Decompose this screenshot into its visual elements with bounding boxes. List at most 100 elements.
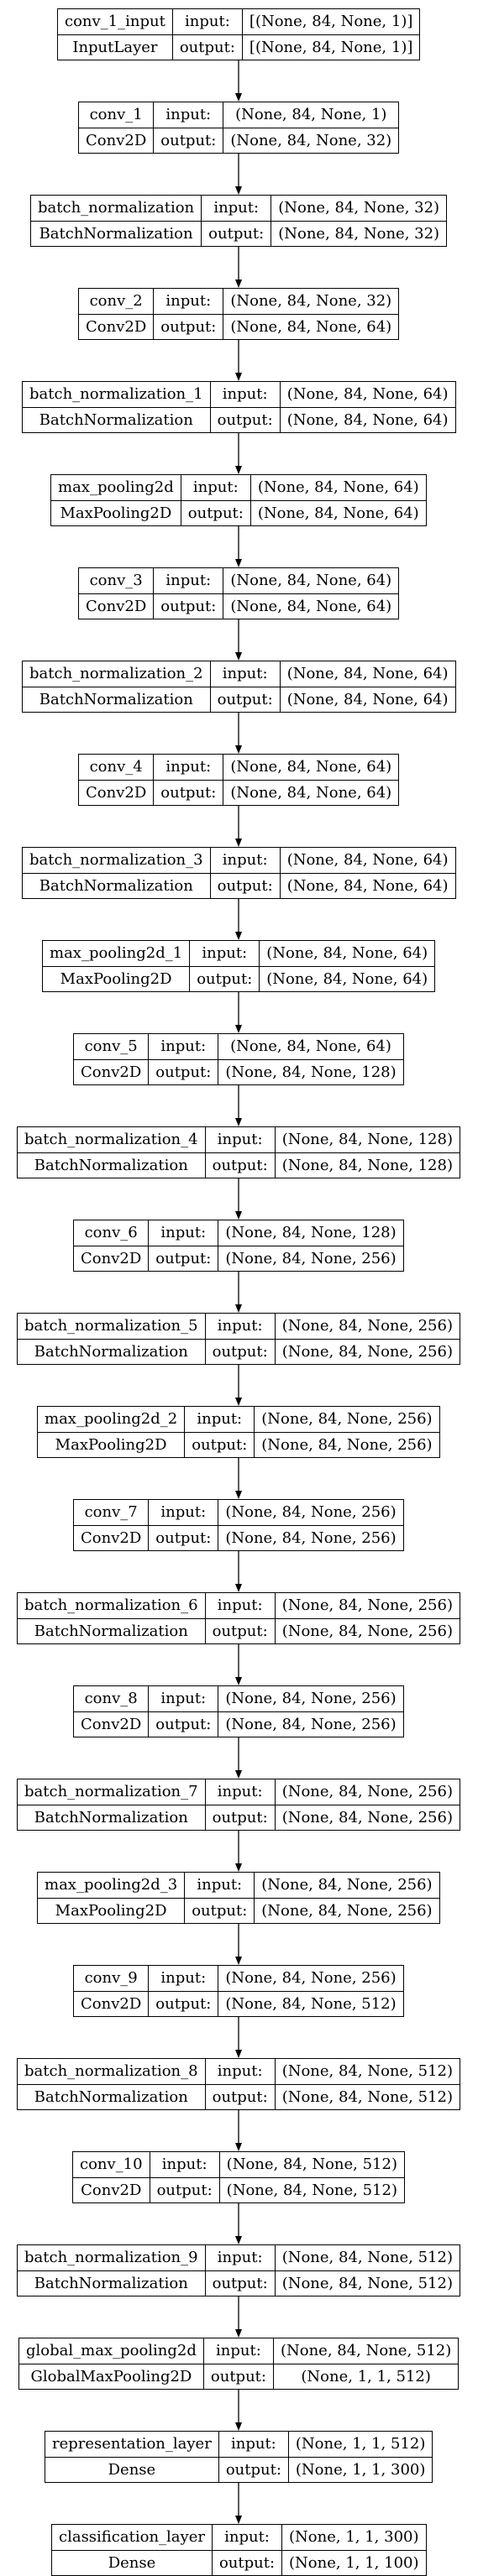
- layer-type: Dense: [108, 2460, 156, 2479]
- layer-type: BatchNormalization: [34, 1808, 188, 1826]
- input-shape: (None, 84, None, 64): [260, 941, 435, 967]
- layer-name: max_pooling2d_2: [38, 1407, 185, 1433]
- output-shape: (None, 84, None, 512): [225, 1994, 397, 2013]
- shape-column: (None, 84, None, 256)(None, 84, None, 25…: [218, 1686, 403, 1737]
- layer-type: Conv2D: [86, 783, 147, 802]
- output-label: output:: [212, 1156, 268, 1174]
- input-label: input:: [149, 1966, 218, 1992]
- layer-type: Conv2D: [81, 2181, 142, 2199]
- edge-arrowhead: [235, 1957, 242, 1965]
- output-label: output:: [192, 1435, 248, 1454]
- edge-arrowhead: [235, 2516, 242, 2524]
- edge-arrowhead: [235, 186, 242, 195]
- layer-name: conv_5: [74, 1034, 149, 1060]
- io-label-column: input:output:: [218, 2432, 289, 2482]
- input-label: input:: [210, 661, 280, 687]
- output-shape: (None, 84, None, 512): [281, 2087, 453, 2106]
- input-label: input:: [202, 196, 271, 222]
- io-label-column: input: output:: [149, 1966, 219, 2016]
- input-shape: (None, 84, None, 512): [273, 2338, 459, 2364]
- io-label-column: input:output:: [210, 848, 281, 898]
- output-label: output:: [217, 690, 273, 708]
- input-shape: (None, 84, None, 32): [223, 289, 399, 315]
- layer-name: batch_normalization_5: [18, 1314, 205, 1340]
- input-shape: (None, 84, None, 128): [218, 1220, 403, 1246]
- layer-type: Conv2D: [81, 1715, 142, 1733]
- input-shape: (None, 84, None, 64): [280, 661, 455, 687]
- layer-type: GlobalMaxPooling2D: [30, 2367, 192, 2385]
- layer-name: conv_7: [74, 1500, 149, 1526]
- input-label: input:: [149, 1220, 218, 1246]
- layer-type: MaxPooling2D: [55, 1901, 167, 1920]
- output-shape: (None, 84, None, 64): [286, 690, 449, 708]
- shape-column: (None, 84, None, 256)(None, 84, None, 25…: [275, 1779, 460, 1830]
- layer-name: conv_1_input: [58, 9, 172, 35]
- layer-type: Conv2D: [81, 1249, 142, 1267]
- output-shape: (None, 84, None, 256): [261, 1435, 433, 1454]
- layer-type: MaxPooling2D: [60, 969, 172, 988]
- output-shape: (None, 84, None, 256): [281, 1622, 453, 1640]
- layer-type: BatchNormalization: [39, 410, 193, 429]
- input-shape: (None, 84, None, 256): [255, 1407, 439, 1433]
- layer-name: classification_layer: [52, 2525, 212, 2551]
- output-label: output:: [210, 2367, 266, 2385]
- shape-column: (None, 84, None, 1)(None, 84, None, 32): [223, 102, 399, 153]
- input-label: input:: [190, 941, 260, 967]
- edge-arrowhead: [235, 280, 242, 288]
- layer-type: BatchNormalization: [34, 1156, 188, 1174]
- output-label: output:: [155, 1528, 212, 1547]
- layer-name: batch_normalization_6: [18, 1593, 205, 1619]
- layer-name: max_pooling2d_3: [38, 1873, 185, 1899]
- edge-arrowhead: [235, 745, 242, 754]
- output-label: output:: [155, 1994, 212, 2013]
- layer-name: conv_8: [74, 1686, 149, 1712]
- input-shape: (None, 84, None, 64): [223, 568, 399, 594]
- input-label: input:: [218, 2432, 288, 2458]
- io-label-column: input:output:: [210, 382, 281, 432]
- layer-name: conv_9: [74, 1966, 149, 1992]
- layer-name: batch_normalization_9: [18, 2245, 205, 2271]
- io-label-column: input:output:: [190, 941, 260, 991]
- shape-column: (None, 84, None, 256)(None, 84, None, 51…: [218, 1966, 403, 2016]
- output-shape: (None, 84, None, 128): [281, 1156, 453, 1174]
- io-label-column: input:output:: [150, 2152, 220, 2202]
- output-label: output:: [212, 2087, 268, 2106]
- output-shape: (None, 84, None, 256): [225, 1249, 397, 1267]
- layer-type: InputLayer: [72, 38, 158, 56]
- layer-name: batch_normalization_1: [23, 382, 210, 408]
- shape-column: (None, 84, None, 512)(None, 84, None, 51…: [275, 2059, 460, 2109]
- layer-name: global_max_pooling2d: [19, 2338, 203, 2364]
- input-shape: (None, 1, 1, 300): [282, 2525, 426, 2551]
- shape-column: (None, 84, None, 32)(None, 84, None, 32): [271, 196, 447, 246]
- input-shape: (None, 84, None, 256): [275, 1314, 460, 1340]
- shape-column: (None, 84, None, 256)(None, 84, None, 25…: [255, 1873, 439, 1923]
- output-shape: (None, 1, 1, 300): [295, 2460, 426, 2479]
- shape-column: (None, 84, None, 256)(None, 84, None, 25…: [275, 1314, 460, 1364]
- input-label: input:: [154, 289, 223, 315]
- output-label: output:: [217, 410, 273, 429]
- output-shape: (None, 84, None, 64): [230, 317, 392, 336]
